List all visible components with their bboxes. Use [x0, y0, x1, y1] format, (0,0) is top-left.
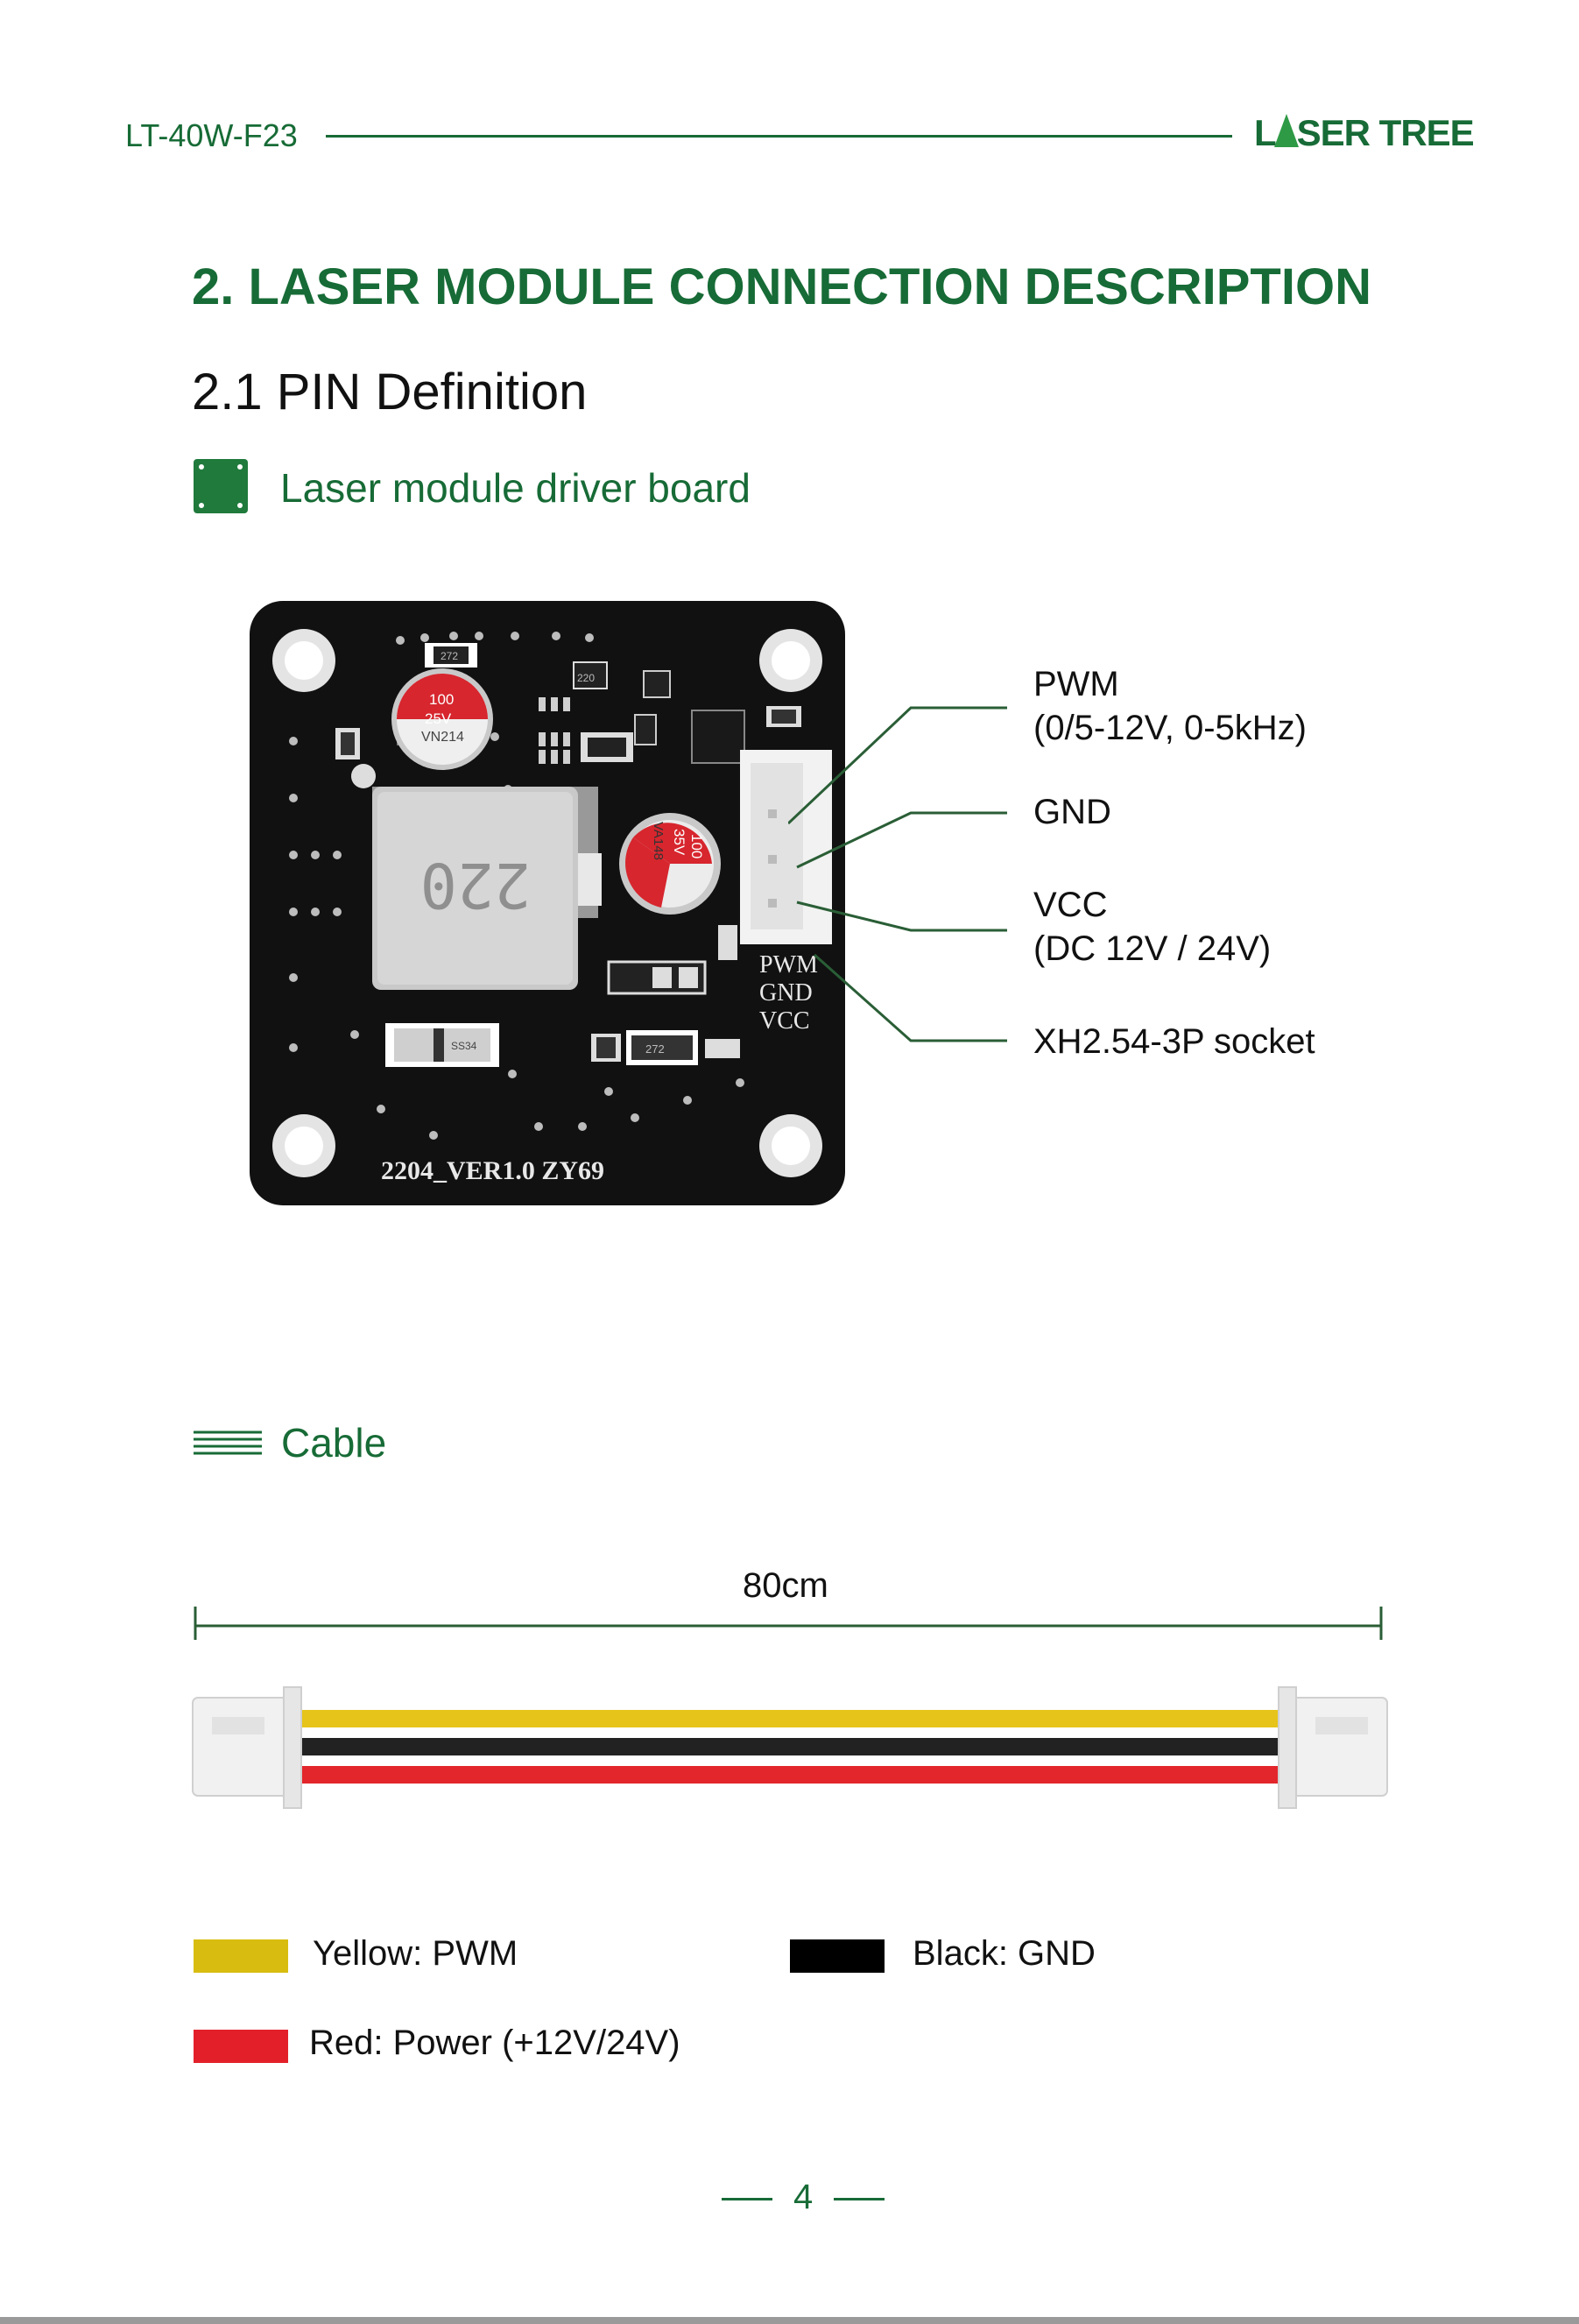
cap2-line2: 35V [671, 829, 687, 856]
diode-code: SS34 [451, 1040, 477, 1052]
cable-icon [194, 1430, 262, 1455]
resistor-1-code: 272 [441, 650, 458, 662]
length-dimension-line [194, 1607, 1383, 1640]
legend-black: Black: GND [913, 1934, 1096, 1973]
inductor [372, 787, 602, 990]
cap2-line1: 100 [688, 834, 705, 858]
capacitor-1 [391, 668, 493, 770]
ic-pins [539, 697, 570, 764]
xh-socket [740, 750, 832, 944]
callout-vcc: VCC (DC 12V / 24V) [1033, 883, 1271, 971]
tree-icon [1273, 114, 1299, 147]
page-number-value: 4 [793, 2178, 814, 2216]
pwm-pin-spec: (0/5-12V, 0-5kHz) [1033, 709, 1307, 747]
socket-leader [814, 953, 1007, 1042]
gnd-leader [796, 811, 1007, 869]
inductor-code: 220 [420, 849, 531, 921]
callout-pwm: PWM (0/5-12V, 0-5kHz) [1033, 662, 1307, 750]
cap1-line1: 100 [429, 691, 454, 708]
cap1-line3: VN214 [421, 730, 464, 745]
right-connector [1278, 1686, 1388, 1809]
pwm-pin-name: PWM [1033, 665, 1119, 703]
capacitor-2 [619, 813, 721, 915]
resistor-3-code: 220 [577, 672, 595, 684]
callout-socket: XH2.54-3P socket [1033, 1020, 1315, 1063]
vcc-pin-spec: (DC 12V / 24V) [1033, 929, 1272, 968]
legend-swatch-yellow [194, 1939, 288, 1973]
mounting-holes [272, 629, 822, 1177]
cap2-line3: VA148 [651, 822, 666, 860]
bottom-edge [0, 2317, 1579, 2324]
gnd-pin-name: GND [1033, 793, 1111, 831]
legend-swatch-red [194, 2030, 288, 2063]
driver-board-illustration: 100 25V VN214 272 220 220 100 35V VA148 … [250, 601, 845, 1205]
legend-red: Red: Power (+12V/24V) [309, 2024, 680, 2062]
legend-swatch-black [790, 1939, 885, 1973]
vias [289, 632, 744, 1140]
cap1-line2: 25V [425, 710, 452, 727]
left-connector [192, 1686, 302, 1809]
board-icon [194, 459, 248, 513]
callout-gnd: GND [1033, 790, 1111, 834]
section-subtitle: 2.1 PIN Definition [192, 364, 588, 420]
resistor-2-code: 272 [645, 1042, 665, 1056]
document-model: LT-40W-F23 [125, 117, 298, 153]
legend-yellow: Yellow: PWM [313, 1934, 518, 1973]
cable-heading: Cable [281, 1420, 387, 1466]
vcc-leader [796, 901, 1007, 932]
pwm-leader [788, 706, 1007, 825]
board-version: 2204_VER1.0 ZY69 [381, 1156, 604, 1185]
page-number: 4 [701, 2178, 906, 2217]
header-divider [326, 135, 1232, 138]
silk-gnd: GND [759, 979, 813, 1007]
board-heading: Laser module driver board [280, 465, 751, 511]
silk-vcc: VCC [759, 1007, 810, 1035]
vcc-pin-name: VCC [1033, 886, 1108, 924]
cable-illustration [192, 1686, 1388, 1809]
section-title: 2. LASER MODULE CONNECTION DESCRIPTION [192, 258, 1371, 315]
silk-pwm: PWM [759, 951, 818, 978]
cable-length: 80cm [743, 1566, 828, 1605]
callout-lines [788, 706, 1007, 1042]
socket-name: XH2.54-3P socket [1033, 1022, 1315, 1061]
